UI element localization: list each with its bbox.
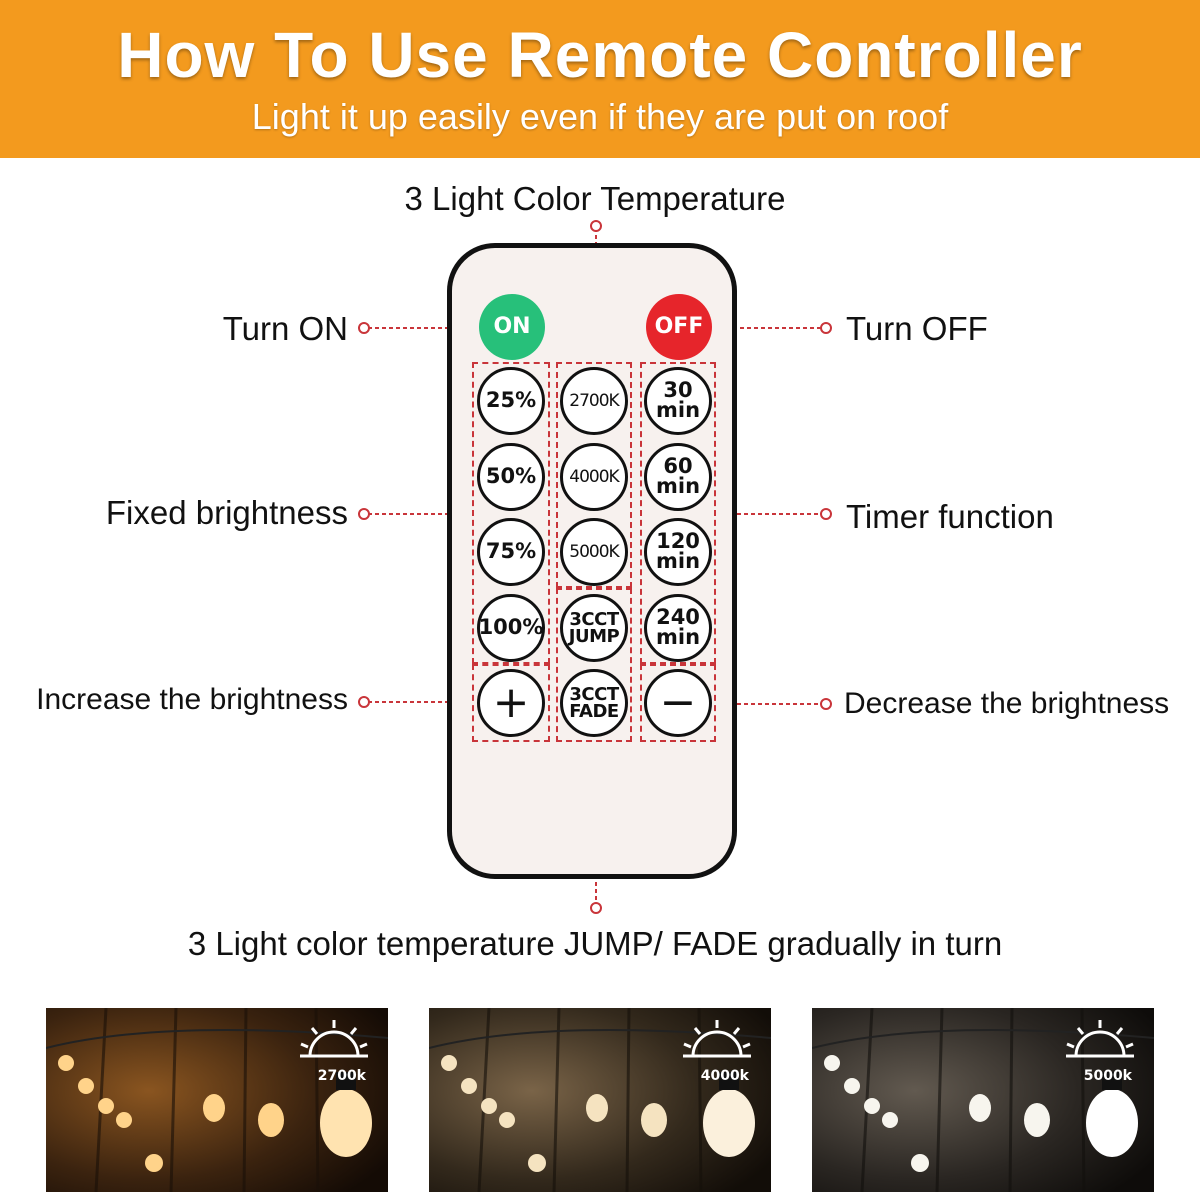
header-banner: How To Use Remote Controller Light it up… (0, 0, 1200, 158)
label-turn-on: Turn ON (222, 310, 348, 347)
timer-30-unit: min (655, 398, 701, 422)
temperature-2700k-button[interactable]: 2700K (560, 367, 628, 435)
increase-button[interactable]: + (477, 669, 545, 737)
label-timer-function: Timer function (846, 498, 1054, 535)
callout-dot-fixed (358, 508, 370, 520)
3cct-jump-button[interactable]: 3CCT JUMP (560, 594, 628, 662)
label-increase-brightness: Increase the brightness (36, 683, 348, 716)
timer-240-unit: min (655, 625, 701, 649)
jump-fade-group-box (556, 588, 632, 742)
3cct-jump-line1: 3CCT (569, 608, 619, 630)
callout-dot-increase (358, 696, 370, 708)
photo-5000k: 5000k (812, 1008, 1154, 1192)
brightness-25-button[interactable]: 25% (477, 367, 545, 435)
timer-240-button[interactable]: 240 min (644, 594, 712, 662)
sun-icon (1066, 1020, 1134, 1058)
timer-60-button[interactable]: 60 min (644, 443, 712, 511)
timer-30-value: 30 (663, 378, 693, 403)
kelvin-label-4000k: 4000k (700, 1068, 749, 1084)
photo-4000k: 4000k (429, 1008, 771, 1192)
sun-icon (683, 1020, 751, 1058)
3cct-jump-line2: JUMP (568, 626, 620, 647)
brightness-50-button[interactable]: 50% (477, 443, 545, 511)
timer-120-unit: min (655, 549, 701, 573)
timer-60-value: 60 (663, 454, 693, 479)
timer-120-button[interactable]: 120 min (644, 518, 712, 586)
brightness-group-box (472, 362, 550, 664)
sun-icon (300, 1020, 368, 1058)
temperature-4000k-button[interactable]: 4000K (560, 443, 628, 511)
label-decrease-brightness: Decrease the brightness (844, 687, 1170, 720)
off-button[interactable]: OFF (646, 294, 712, 360)
callout-dot-timer (820, 508, 832, 520)
3cct-fade-line2: FADE (569, 701, 619, 722)
kelvin-label-2700k: 2700k (317, 1068, 366, 1084)
temperature-5000k-button[interactable]: 5000K (560, 518, 628, 586)
3cct-fade-button[interactable]: 3CCT FADE (560, 669, 628, 737)
callout-dot-bottom (590, 902, 602, 914)
timer-240-value: 240 (656, 605, 700, 630)
timer-120-value: 120 (656, 529, 700, 554)
label-fixed-brightness: Fixed brightness (105, 494, 348, 531)
page-subtitle: Light it up easily even if they are put … (251, 96, 949, 137)
on-button[interactable]: ON (479, 294, 545, 360)
timer-30-button[interactable]: 30 min (644, 367, 712, 435)
callout-dot-decrease (820, 698, 832, 710)
brightness-100-button[interactable]: 100% (477, 594, 545, 662)
photo-2700k: 2700k (46, 1008, 388, 1192)
kelvin-label-5000k: 5000k (1083, 1068, 1132, 1084)
temperature-group-box (556, 362, 632, 588)
label-color-temperature: 3 Light Color Temperature (404, 180, 786, 217)
callout-dot-on (358, 322, 370, 334)
increase-group-box (472, 664, 550, 742)
callout-dot-top (590, 220, 602, 232)
label-jump-fade: 3 Light color temperature JUMP/ FADE gra… (187, 925, 1003, 962)
brightness-75-button[interactable]: 75% (477, 518, 545, 586)
label-turn-off: Turn OFF (846, 310, 988, 347)
3cct-fade-line1: 3CCT (569, 683, 619, 705)
decrease-group-box (640, 664, 716, 742)
decrease-button[interactable]: − (644, 669, 712, 737)
page-title: How To Use Remote Controller (117, 19, 1083, 91)
timer-60-unit: min (655, 474, 701, 498)
callout-dot-off (820, 322, 832, 334)
timer-group-box (640, 362, 716, 664)
